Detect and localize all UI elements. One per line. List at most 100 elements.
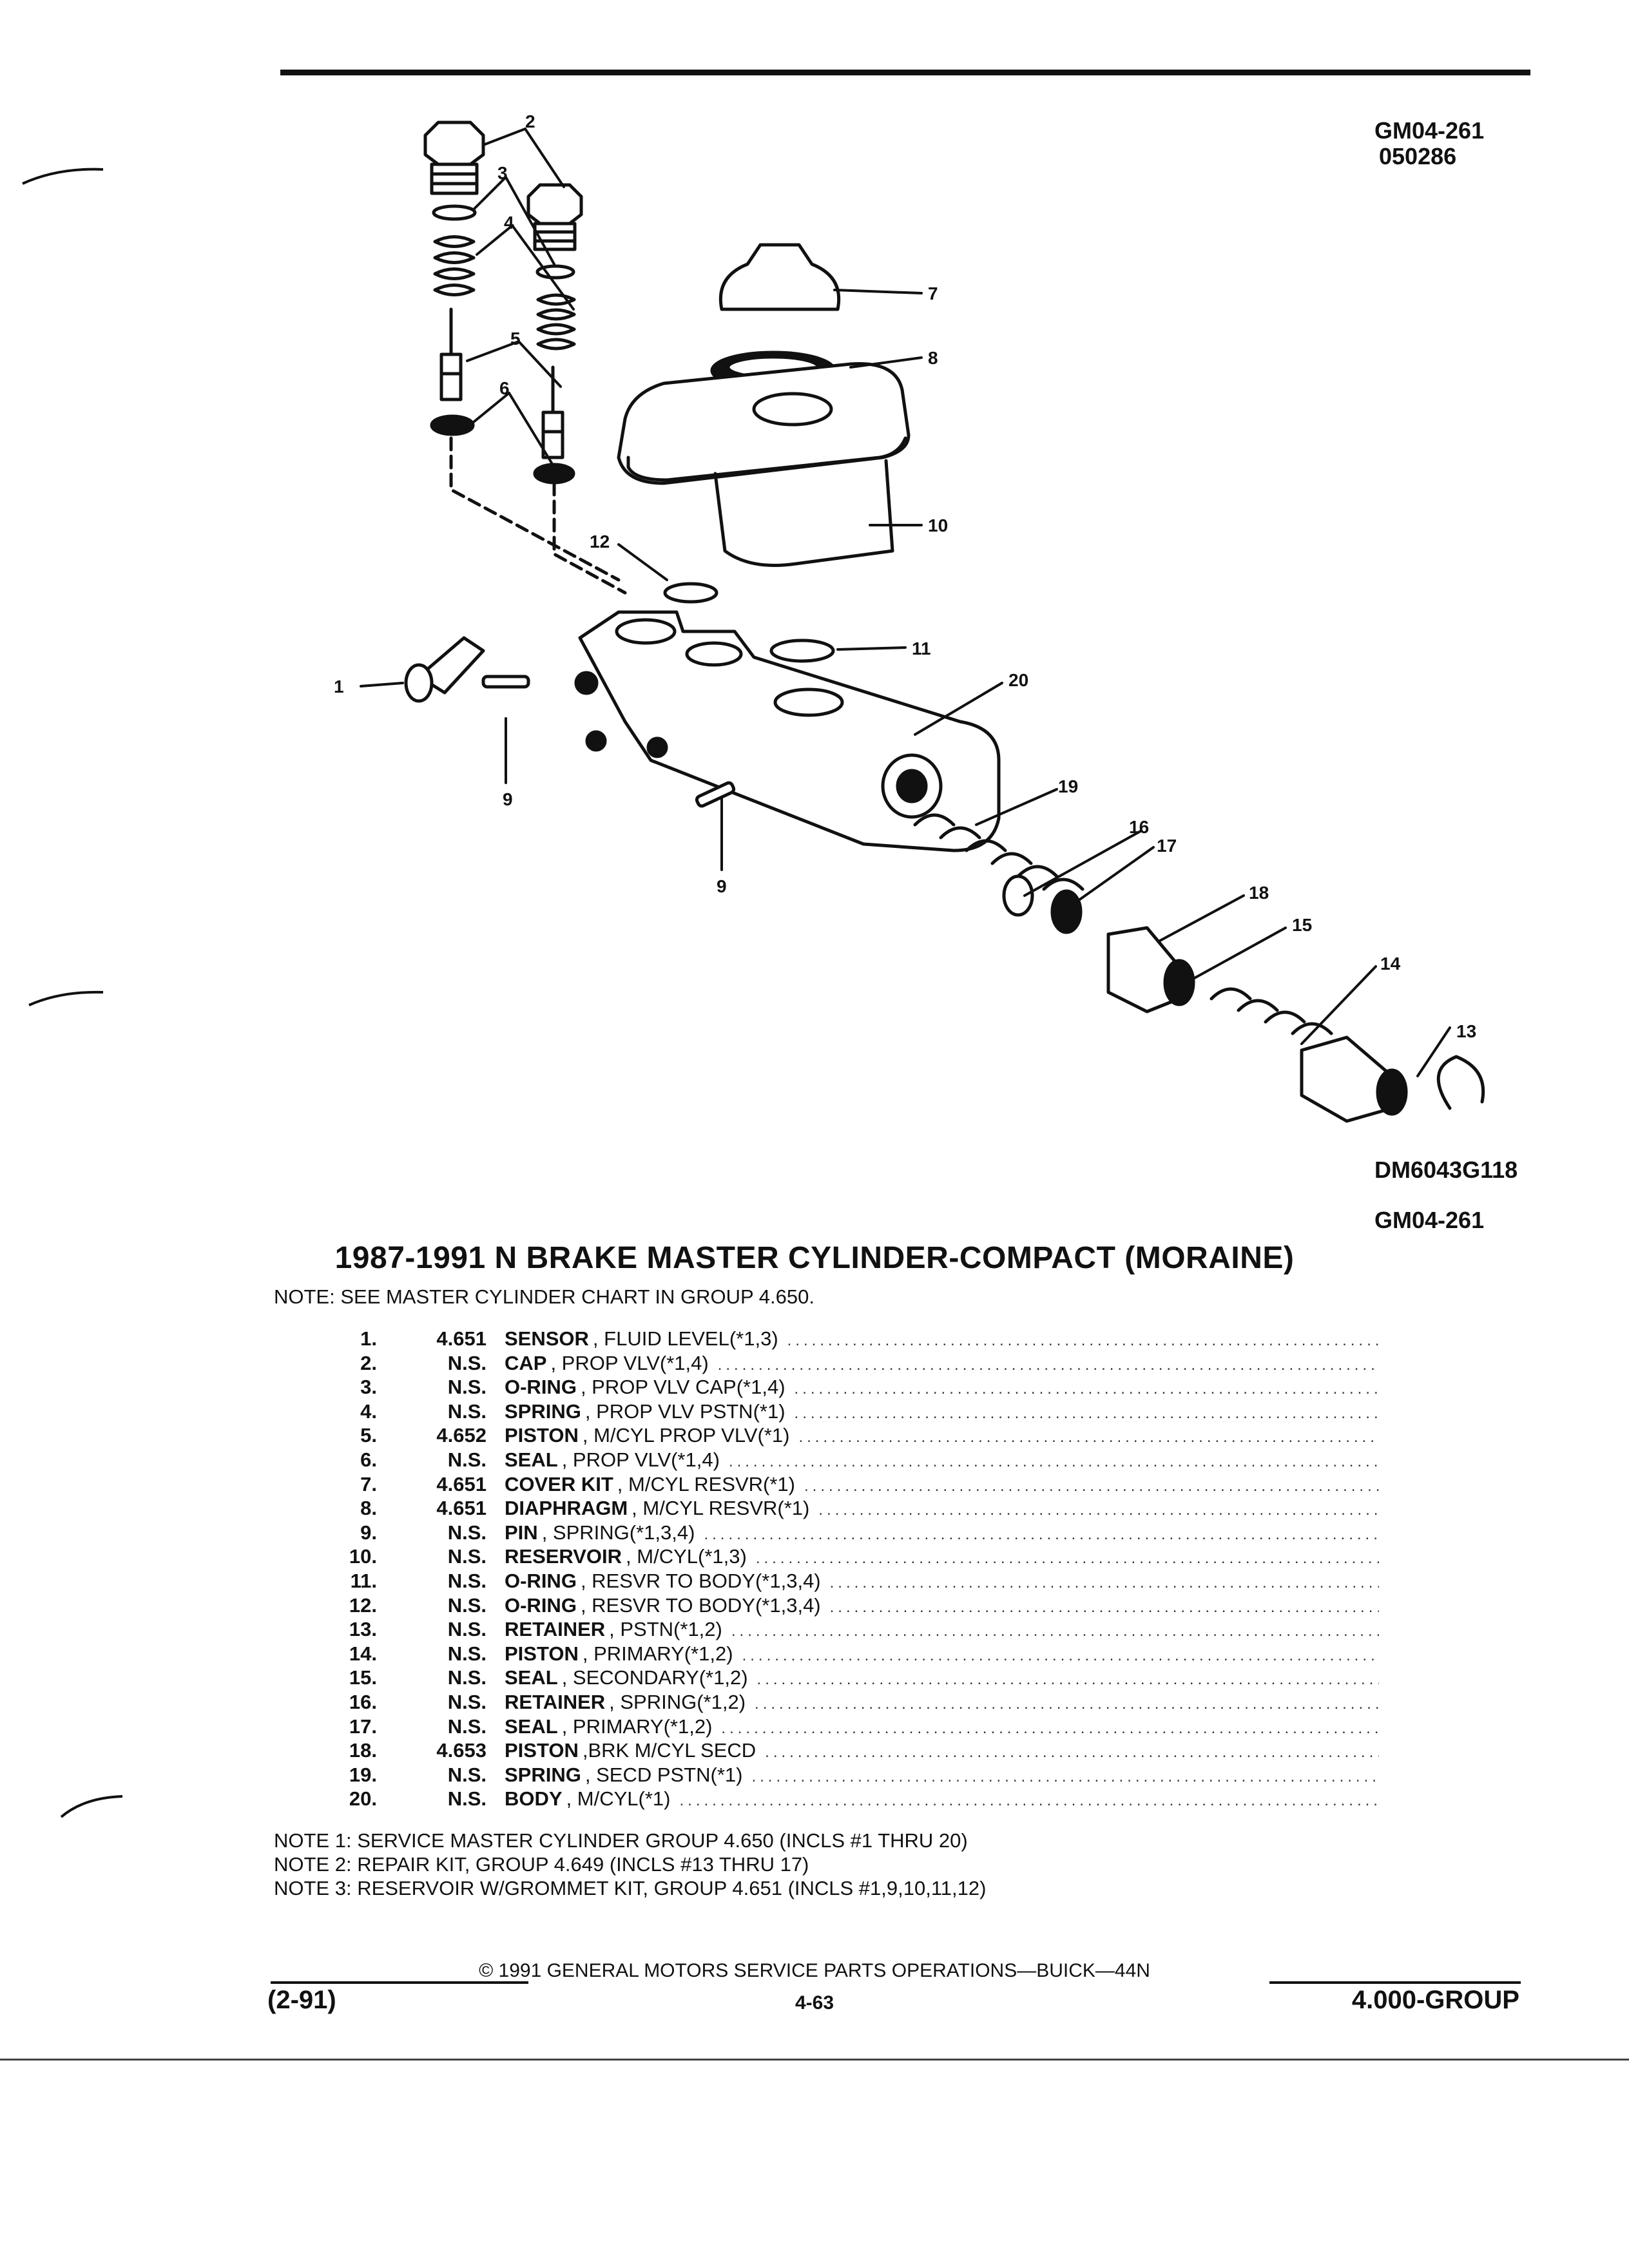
parts-row: 4.N.S.SPRING, PROP VLV PSTN(*1).........… bbox=[309, 1400, 1379, 1425]
part-number: 1. bbox=[360, 1327, 377, 1350]
callout-6: 6 bbox=[499, 378, 510, 398]
callout-5: 5 bbox=[510, 329, 521, 349]
part-name: RETAINER bbox=[505, 1690, 606, 1713]
part-description: , PROP VLV PSTN(*1) bbox=[584, 1399, 786, 1423]
leader-dots: ........................................… bbox=[731, 1622, 1379, 1640]
callout-18: 18 bbox=[1249, 883, 1269, 903]
part-number: 10. bbox=[349, 1545, 377, 1568]
margin-mark-1 bbox=[22, 168, 104, 185]
callout-17: 17 bbox=[1157, 836, 1177, 856]
part-description: , PROP VLV CAP(*1,4) bbox=[580, 1376, 786, 1399]
part-number: 13. bbox=[349, 1618, 377, 1641]
part-group: N.S. bbox=[447, 1642, 487, 1665]
footer-rule-left bbox=[271, 1981, 528, 1984]
revision-date: (2-91) bbox=[267, 1986, 336, 2014]
part-description: , RESVR TO BODY(*1,3,4) bbox=[580, 1569, 821, 1592]
leader-dots: ........................................… bbox=[751, 1767, 1379, 1785]
part-description: , M/CYL(*1,3) bbox=[626, 1545, 747, 1568]
leader-dots: ........................................… bbox=[794, 1404, 1379, 1422]
part-name: PISTON bbox=[505, 1739, 579, 1762]
footnote-1: NOTE 1: SERVICE MASTER CYLINDER GROUP 4.… bbox=[274, 1829, 968, 1852]
part-number: 12. bbox=[349, 1593, 377, 1617]
master-cylinder-illustration: 2 3 4 5 6 7 8 9 9 10 11 12 13 14 15 16 1… bbox=[334, 111, 1485, 1123]
prop-valve-cap-left bbox=[423, 120, 485, 195]
part-group: 4.652 bbox=[436, 1424, 487, 1447]
callout-14: 14 bbox=[1380, 954, 1401, 974]
part-group: N.S. bbox=[447, 1521, 487, 1544]
part-number: 4. bbox=[360, 1399, 377, 1423]
part-description: , PROP VLV(*1,4) bbox=[561, 1448, 720, 1471]
part-name: DIAPHRAGM bbox=[505, 1497, 628, 1520]
part-name: PIN bbox=[505, 1521, 538, 1544]
part-number: 2. bbox=[360, 1351, 377, 1374]
footnote-3: NOTE 3: RESERVOIR W/GROMMET KIT, GROUP 4… bbox=[274, 1877, 987, 1899]
leader-dots: ........................................… bbox=[679, 1792, 1380, 1810]
part-name: SPRING bbox=[505, 1763, 581, 1786]
parts-row: 13.N.S.RETAINER, PSTN(*1,2).............… bbox=[309, 1618, 1379, 1642]
bottom-rule bbox=[0, 2059, 1629, 2061]
callout-9-left: 9 bbox=[503, 789, 513, 809]
part-description: , M/CYL PROP VLV(*1) bbox=[582, 1424, 790, 1447]
parts-row: 20.N.S.BODY, M/CYL(*1)..................… bbox=[309, 1787, 1379, 1812]
part-name: COVER KIT bbox=[505, 1472, 613, 1495]
part-group: 4.651 bbox=[436, 1327, 487, 1350]
part-description: , RESVR TO BODY(*1,3,4) bbox=[580, 1593, 821, 1617]
part-group: N.S. bbox=[447, 1618, 487, 1641]
callout-15: 15 bbox=[1292, 915, 1312, 935]
parts-row: 14.N.S.PISTON, PRIMARY(*1,2)............… bbox=[309, 1642, 1379, 1667]
callout-19: 19 bbox=[1058, 776, 1078, 796]
leader-dots: ........................................… bbox=[704, 1525, 1379, 1543]
part-group: N.S. bbox=[447, 1715, 487, 1738]
parts-row: 3. N.S. O-RING, PROP VLV CAP(*1,4)........… bbox=[309, 1376, 1379, 1400]
part-group: N.S. bbox=[447, 1763, 487, 1786]
part-number: 18. bbox=[349, 1739, 377, 1762]
part-number: 20. bbox=[349, 1787, 377, 1811]
prop-valve-cap-right bbox=[526, 183, 583, 251]
leader-dots: ........................................… bbox=[717, 1356, 1379, 1374]
part-group: 4.651 bbox=[436, 1472, 487, 1495]
callout-8: 8 bbox=[928, 348, 938, 368]
top-rule bbox=[280, 70, 1530, 75]
part-number: 7. bbox=[360, 1472, 377, 1495]
part-description: , M/CYL RESVR(*1) bbox=[617, 1472, 795, 1495]
part-group: N.S. bbox=[447, 1690, 487, 1713]
parts-row: 19.N.S.SPRING, SECD PSTN(*1)............… bbox=[309, 1763, 1379, 1788]
part-group: N.S. bbox=[447, 1376, 487, 1399]
leader-dots: ........................................… bbox=[818, 1501, 1379, 1519]
part-number: 3. bbox=[360, 1376, 377, 1399]
leader-dots: ........................................… bbox=[794, 1380, 1379, 1398]
part-number: 19. bbox=[349, 1763, 377, 1786]
part-description: , SPRING(*1,2) bbox=[609, 1690, 746, 1713]
callout-2: 2 bbox=[525, 111, 535, 131]
part-name: SENSOR bbox=[505, 1327, 589, 1350]
part-number: 14. bbox=[349, 1642, 377, 1665]
part-group: N.S. bbox=[447, 1448, 487, 1471]
copyright-line: © 1991 GENERAL MOTORS SERVICE PARTS OPER… bbox=[479, 1960, 1150, 1981]
part-name: O-RING bbox=[505, 1376, 577, 1399]
part-name: PISTON bbox=[505, 1424, 579, 1447]
part-description: , SECONDARY(*1,2) bbox=[561, 1666, 748, 1689]
part-name: SEAL bbox=[505, 1666, 558, 1689]
figure-id: DM6043G118 bbox=[1374, 1157, 1518, 1183]
part-group: N.S. bbox=[447, 1399, 487, 1423]
part-description: , M/CYL(*1) bbox=[566, 1787, 671, 1811]
parts-row: 15.N.S.SEAL, SECONDARY(*1,2)............… bbox=[309, 1666, 1379, 1691]
part-description: , PRIMARY(*1,2) bbox=[561, 1715, 713, 1738]
part-description: , SPRING(*1,3,4) bbox=[541, 1521, 695, 1544]
leader-dots: ........................................… bbox=[829, 1573, 1379, 1591]
part-group: N.S. bbox=[447, 1787, 487, 1811]
chart-note: NOTE: SEE MASTER CYLINDER CHART IN GROUP… bbox=[274, 1285, 815, 1308]
callout-9-right: 9 bbox=[717, 876, 727, 896]
part-group: N.S. bbox=[447, 1569, 487, 1592]
page-number: 4-63 bbox=[795, 1992, 834, 2013]
leader-dots: ........................................… bbox=[757, 1671, 1379, 1689]
callout-1: 1 bbox=[334, 677, 344, 697]
part-group: N.S. bbox=[447, 1593, 487, 1617]
part-name: PISTON bbox=[505, 1642, 579, 1665]
callout-20: 20 bbox=[1008, 670, 1028, 690]
part-group: N.S. bbox=[447, 1545, 487, 1568]
